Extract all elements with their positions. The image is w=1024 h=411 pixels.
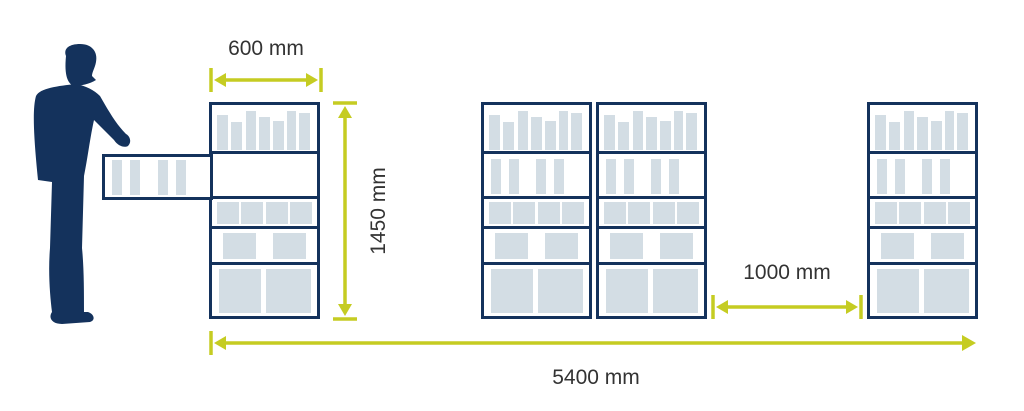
shelf-unit-4: [867, 102, 978, 319]
shelf-unit-2: [481, 102, 592, 319]
pulled-out-drawer: [102, 154, 213, 200]
aisle-gap-label: 1000 mm: [743, 261, 831, 284]
width-dimension-label: 600 mm: [228, 37, 304, 60]
shelf-unit-1: [209, 102, 320, 319]
height-dimension-label: 1450 mm: [367, 167, 390, 255]
width-dimension: [209, 68, 323, 92]
total-length-label: 5400 mm: [552, 366, 640, 389]
aisle-gap-dimension: [711, 295, 863, 319]
person-silhouette-icon: [33, 44, 131, 324]
total-length-dimension: [209, 331, 976, 355]
shelf-unit-3: [596, 102, 707, 319]
height-dimension: [333, 101, 357, 321]
